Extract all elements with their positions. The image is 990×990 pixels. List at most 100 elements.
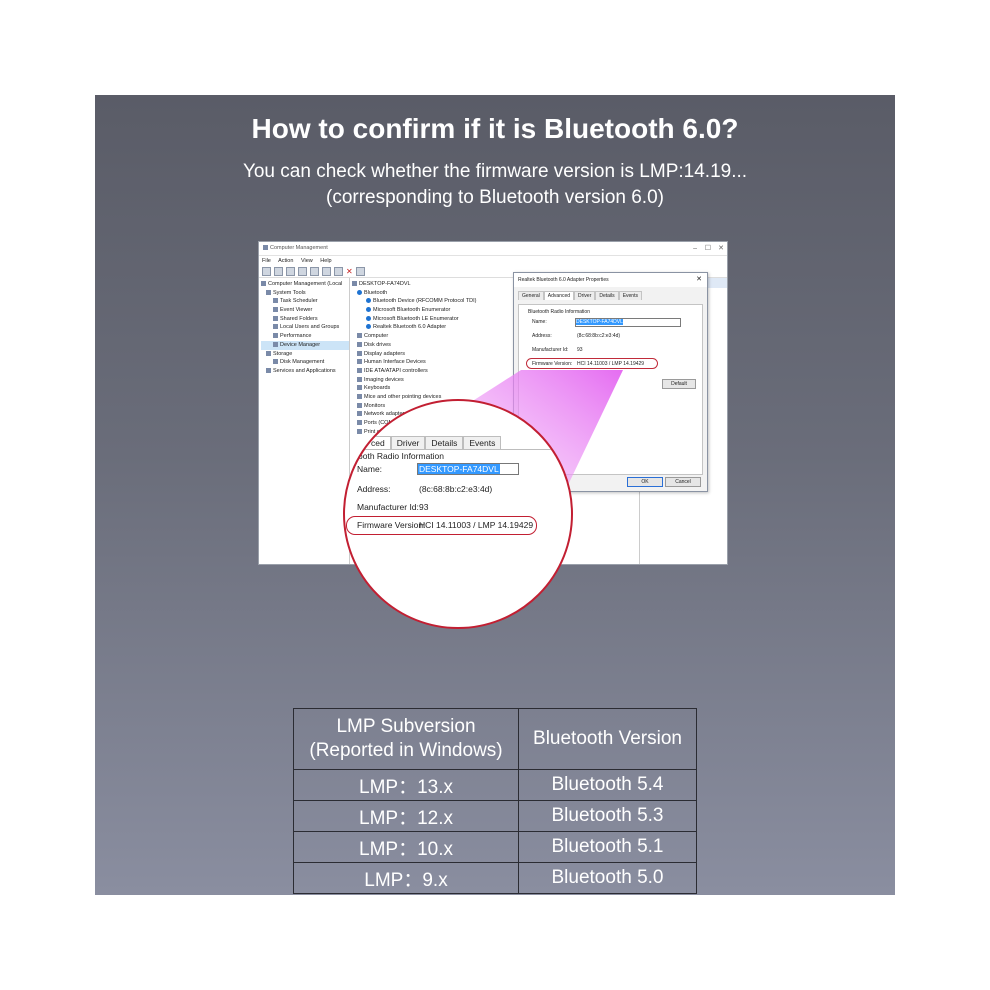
device-node[interactable]: Human Interface Devices: [352, 358, 532, 367]
tree-item[interactable]: Local Users and Groups: [261, 323, 349, 332]
ok-button[interactable]: OK: [627, 477, 663, 487]
device-node[interactable]: Disk drives: [352, 341, 532, 350]
section-label: Bluetooth Radio Information: [528, 309, 590, 315]
version-cell: Bluetooth 5.0: [518, 862, 697, 894]
tree-item[interactable]: Disk Management: [261, 358, 349, 367]
back-icon[interactable]: [262, 267, 271, 276]
clock-icon: [273, 298, 278, 304]
minimize-button[interactable]: –: [693, 245, 697, 252]
default-button[interactable]: Default: [662, 379, 696, 389]
lmp-cell: LMP：10.x: [293, 831, 519, 863]
subline-note: (corresponding to Bluetooth version 6.0): [326, 187, 664, 208]
performance-icon: [273, 333, 278, 339]
device-node[interactable]: DESKTOP-FA74DVL: [352, 280, 532, 289]
update-icon[interactable]: [356, 267, 365, 276]
up-icon[interactable]: [286, 267, 295, 276]
toolbar: ✕: [259, 266, 727, 278]
zoom-manufacturer-label: Manufacturer Id:: [357, 502, 419, 512]
event-icon: [273, 307, 278, 313]
tree-item[interactable]: Services and Applications: [261, 367, 349, 376]
device-node[interactable]: Imaging devices: [352, 376, 532, 385]
version-cell: Bluetooth 5.4: [518, 769, 697, 801]
tree-item[interactable]: Storage: [261, 350, 349, 359]
zoom-name-label: Name:: [357, 464, 383, 474]
zoom-firmware-value: HCI 14.11003 / LMP 14.19429: [419, 520, 534, 530]
menu-view[interactable]: View: [300, 258, 313, 264]
zoom-highlight-oval: [346, 516, 537, 535]
device-node[interactable]: IDE ATA/ATAPI controllers: [352, 367, 532, 376]
tree-item[interactable]: System Tools: [261, 289, 349, 298]
help-icon[interactable]: [310, 267, 319, 276]
bluetooth-icon: [357, 289, 362, 295]
close-button[interactable]: ✕: [718, 245, 724, 252]
tree-item-device-manager[interactable]: Device Manager: [261, 340, 349, 350]
disk-icon: [357, 341, 362, 347]
ide-icon: [357, 367, 362, 373]
device-node[interactable]: Microsoft Bluetooth LE Enumerator: [352, 315, 532, 324]
device-node[interactable]: Display adapters: [352, 350, 532, 359]
info-banner: How to confirm if it is Bluetooth 6.0? Y…: [95, 95, 895, 895]
tree-item[interactable]: Performance: [261, 332, 349, 341]
properties-icon[interactable]: [298, 267, 307, 276]
zoom-tabs: ced Driver Details Events: [365, 436, 502, 449]
firmware-value: HCI 14.11003 / LMP 14.19429: [577, 361, 645, 367]
device-node[interactable]: Computer: [352, 332, 532, 341]
tools-icon: [266, 289, 271, 295]
tab-advanced[interactable]: Advanced: [543, 291, 575, 300]
cancel-button[interactable]: Cancel: [665, 477, 701, 487]
tab-general[interactable]: General: [518, 291, 544, 300]
zoom-address-value: (8c:68:8b:c2:e3:4d): [419, 484, 493, 494]
dialog-close-icon[interactable]: ✕: [696, 276, 702, 283]
keyboard-icon: [357, 385, 362, 391]
zoom-address-label: Address:: [357, 484, 391, 494]
table-header-row: LMP Subversion(Reported in Windows) Blue…: [293, 708, 697, 770]
forward-icon[interactable]: [274, 267, 283, 276]
scan-icon[interactable]: [334, 267, 343, 276]
tree-item[interactable]: Computer Management (Local: [261, 280, 349, 289]
firmware-label: Firmware Version:: [532, 361, 573, 367]
users-icon: [273, 324, 278, 330]
menu-file[interactable]: File: [262, 258, 271, 264]
menu-action[interactable]: Action: [278, 258, 294, 264]
dialog-tabs: General Advanced Driver Details Events: [514, 287, 707, 300]
name-label: Name:: [532, 319, 547, 325]
computer-icon: [261, 281, 266, 287]
uninstall-icon[interactable]: ✕: [346, 267, 353, 276]
dialog-title: Realtek Bluetooth 6.0 Adapter Properties: [518, 277, 609, 283]
zoom-tab-advanced: ced: [365, 436, 391, 449]
monitor-icon: [357, 402, 362, 408]
console-tree: Computer Management (Local System Tools …: [259, 278, 350, 564]
name-field[interactable]: DESKTOP-FA74DVL: [575, 318, 681, 327]
bluetooth-icon: [366, 307, 371, 313]
tree-item[interactable]: Event Viewer: [261, 306, 349, 315]
dialog-titlebar: Realtek Bluetooth 6.0 Adapter Properties…: [514, 273, 707, 287]
lmp-cell: LMP：13.x: [293, 769, 519, 801]
device-node[interactable]: Microsoft Bluetooth Enumerator: [352, 306, 532, 315]
tree-item[interactable]: Shared Folders: [261, 315, 349, 324]
menu-bar: File Action View Help: [259, 256, 727, 266]
tab-driver[interactable]: Driver: [574, 291, 596, 300]
highlight-oval: [526, 358, 658, 369]
headline: How to confirm if it is Bluetooth 6.0?: [251, 113, 739, 144]
menu-help[interactable]: Help: [320, 258, 332, 264]
header-bluetooth-version: Bluetooth Version: [518, 708, 697, 770]
tab-events[interactable]: Events: [618, 291, 642, 300]
tree-item[interactable]: Task Scheduler: [261, 297, 349, 306]
zoom-divider: [345, 449, 571, 450]
view-icon[interactable]: [322, 267, 331, 276]
device-node[interactable]: Bluetooth: [352, 289, 532, 298]
bluetooth-icon: [366, 315, 371, 321]
bluetooth-icon: [366, 324, 371, 330]
maximize-button[interactable]: ☐: [704, 245, 711, 252]
device-node[interactable]: Bluetooth Device (RFCOMM Protocol TDI): [352, 297, 532, 306]
zoom-tab-driver: Driver: [390, 436, 426, 449]
tab-details[interactable]: Details: [595, 291, 619, 300]
printer-icon: [357, 428, 362, 434]
address-value: (8c:68:8b:c2:e3:4d): [577, 333, 621, 339]
device-node[interactable]: Keyboards: [352, 384, 532, 393]
device-node-realtek[interactable]: Realtek Bluetooth 6.0 Adapter: [352, 323, 532, 332]
disk-icon: [273, 359, 278, 365]
